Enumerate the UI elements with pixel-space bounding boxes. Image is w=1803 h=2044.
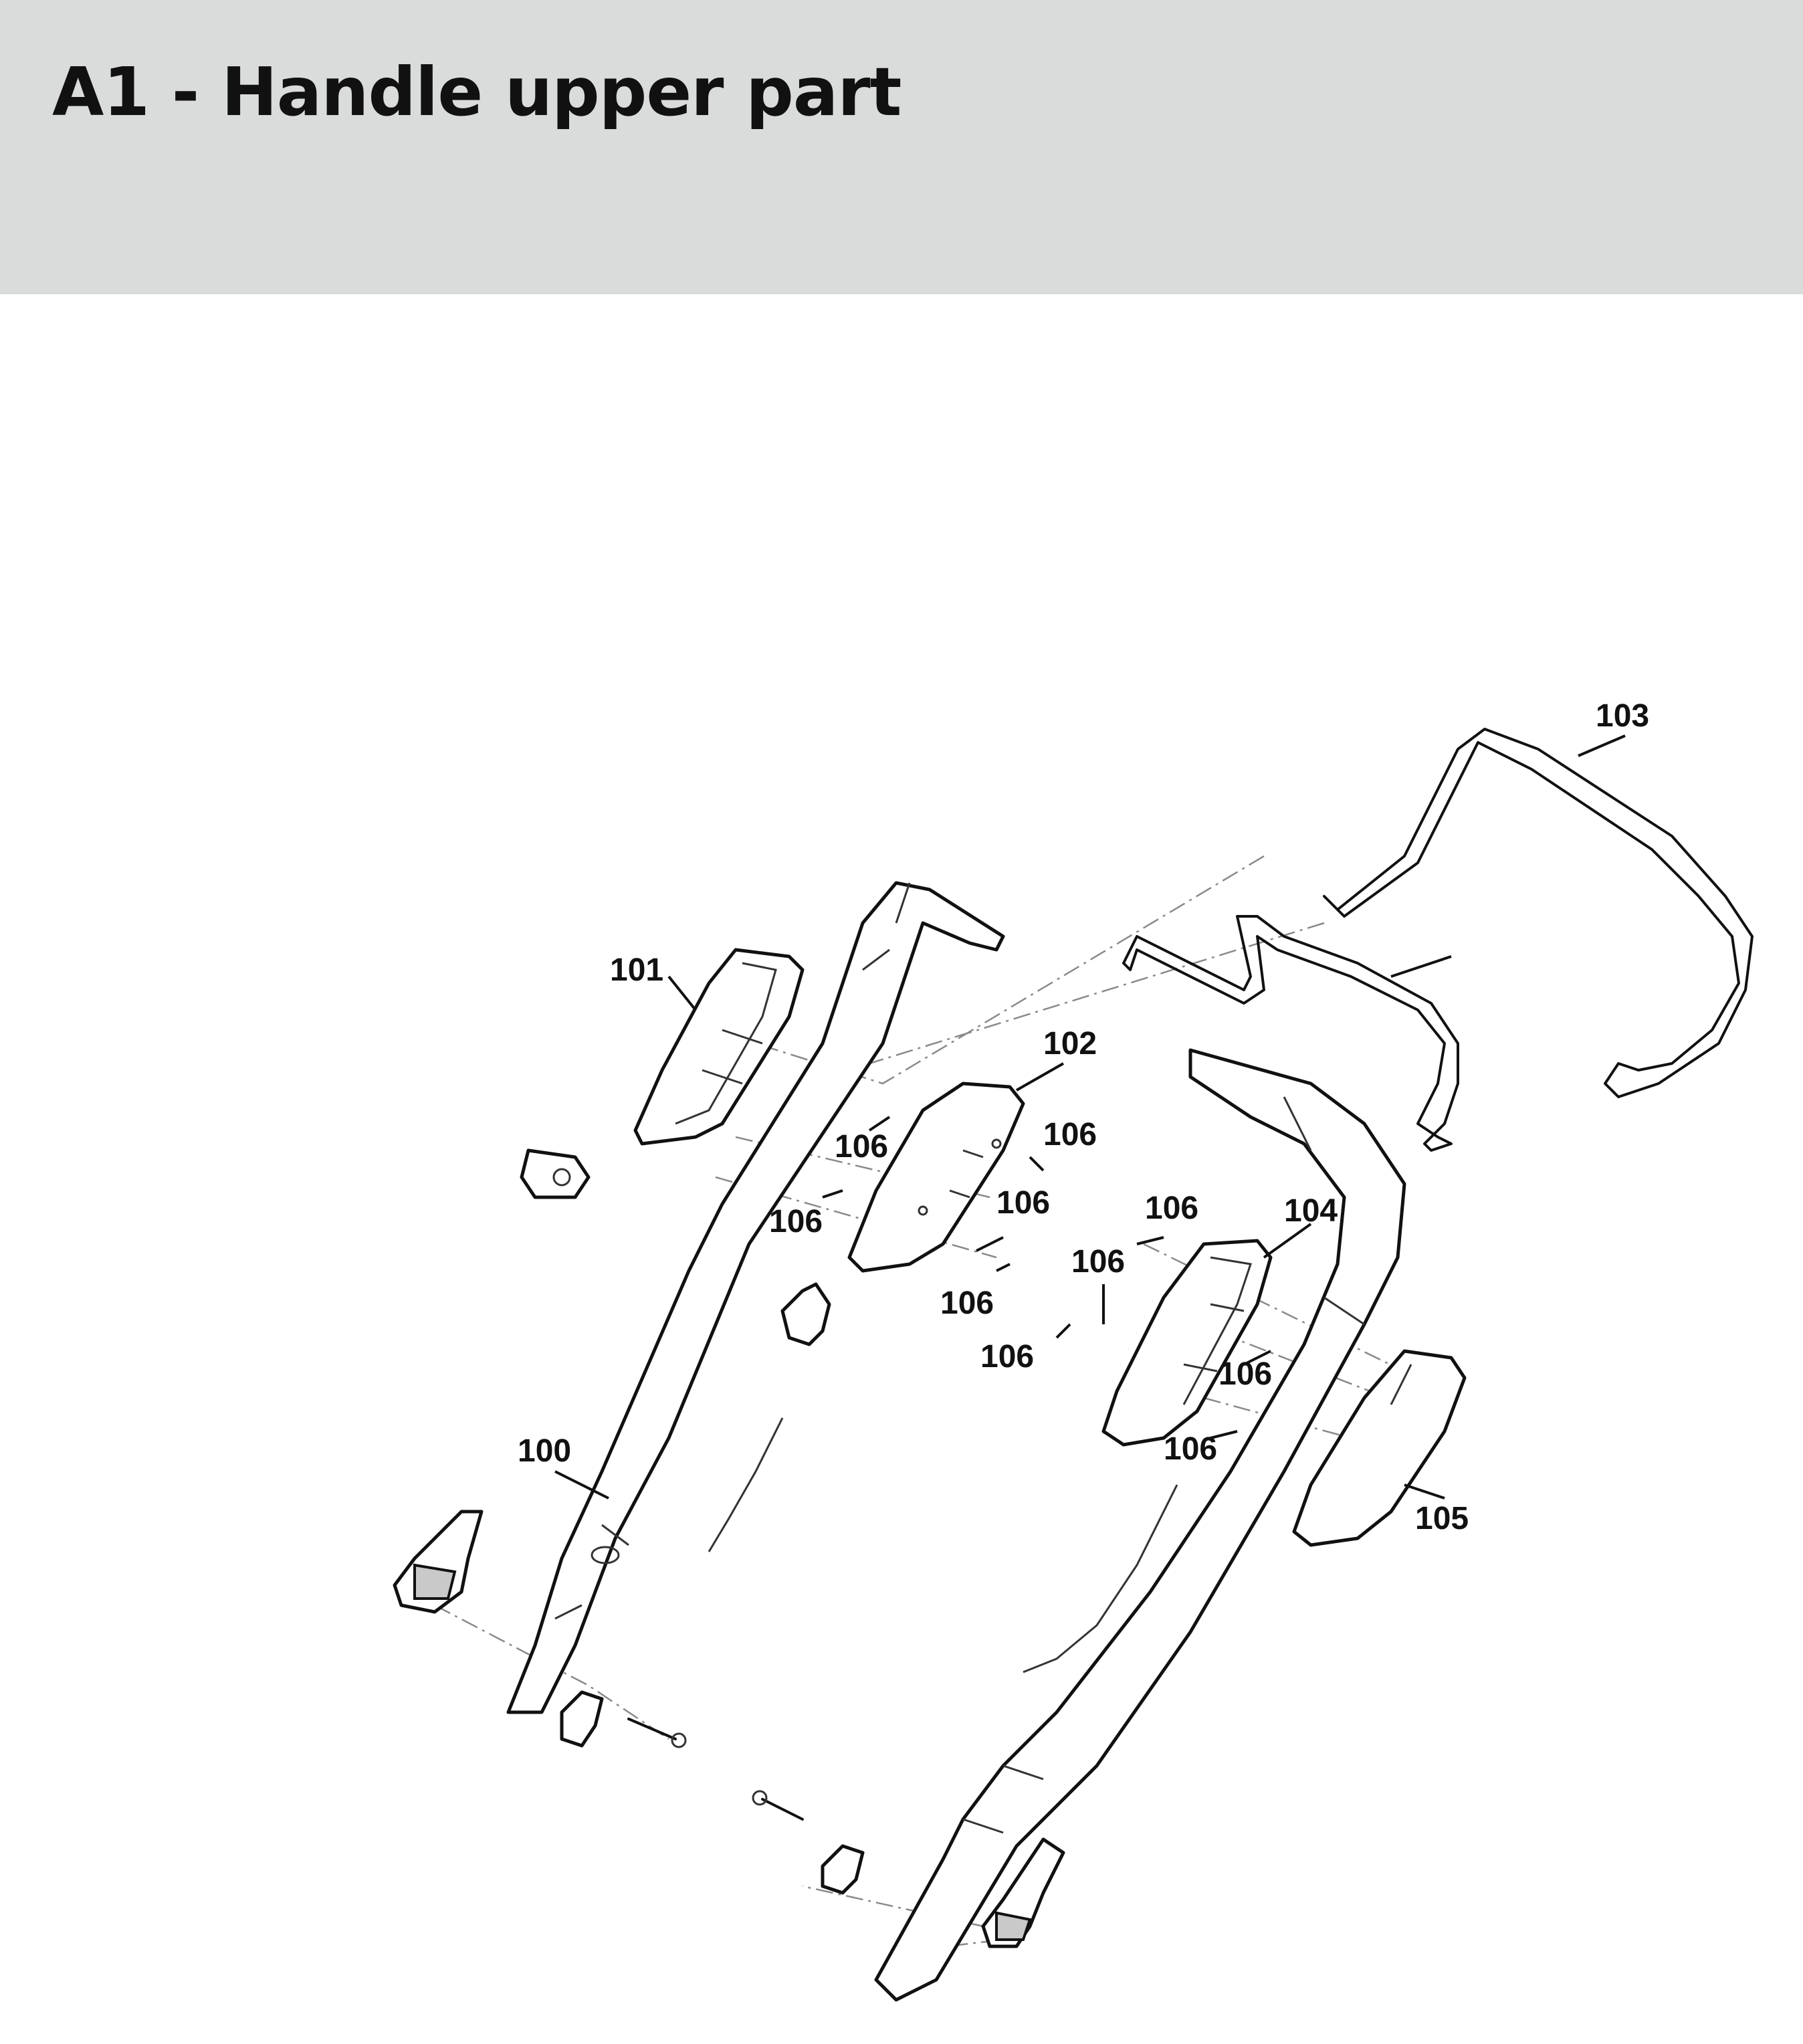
callout-106: 106 [1043,1117,1097,1152]
bail-bar-103 [1323,728,1754,1098]
small-hardware [393,1148,1178,1948]
brake-wire-107 [1122,915,1459,1152]
callout-102: 102 [1043,1026,1097,1061]
leader-lines [554,734,1626,1500]
callout-106: 106 [940,1286,994,1321]
callout-103: 103 [1596,698,1649,734]
callout-106: 106 [1218,1356,1272,1392]
callout-106: 106 [835,1129,888,1164]
callout-labels: 100 101 102 103 104 105 106 106 106 106 … [518,698,1649,1536]
header-band: A1 - Handle upper part [0,0,1803,294]
callout-101: 101 [610,952,663,988]
callout-104: 104 [1284,1193,1338,1229]
callout-106: 106 [980,1339,1034,1374]
switch-box-102 [847,1082,1025,1273]
callout-106: 106 [1145,1191,1198,1226]
callout-106: 106 [1071,1244,1125,1280]
callout-106: 106 [769,1204,823,1239]
handle-tube-100 [506,881,1005,1714]
cover-105 [1292,1349,1467,1547]
callout-106: 106 [996,1185,1050,1221]
housing-104 [1101,1239,1273,1447]
handle-tube-right [874,1048,1406,2002]
callout-100: 100 [518,1433,571,1469]
cover-101 [633,948,805,1146]
callout-106: 106 [1164,1431,1217,1467]
page-title: A1 - Handle upper part [52,53,902,131]
callout-105: 105 [1415,1501,1469,1536]
